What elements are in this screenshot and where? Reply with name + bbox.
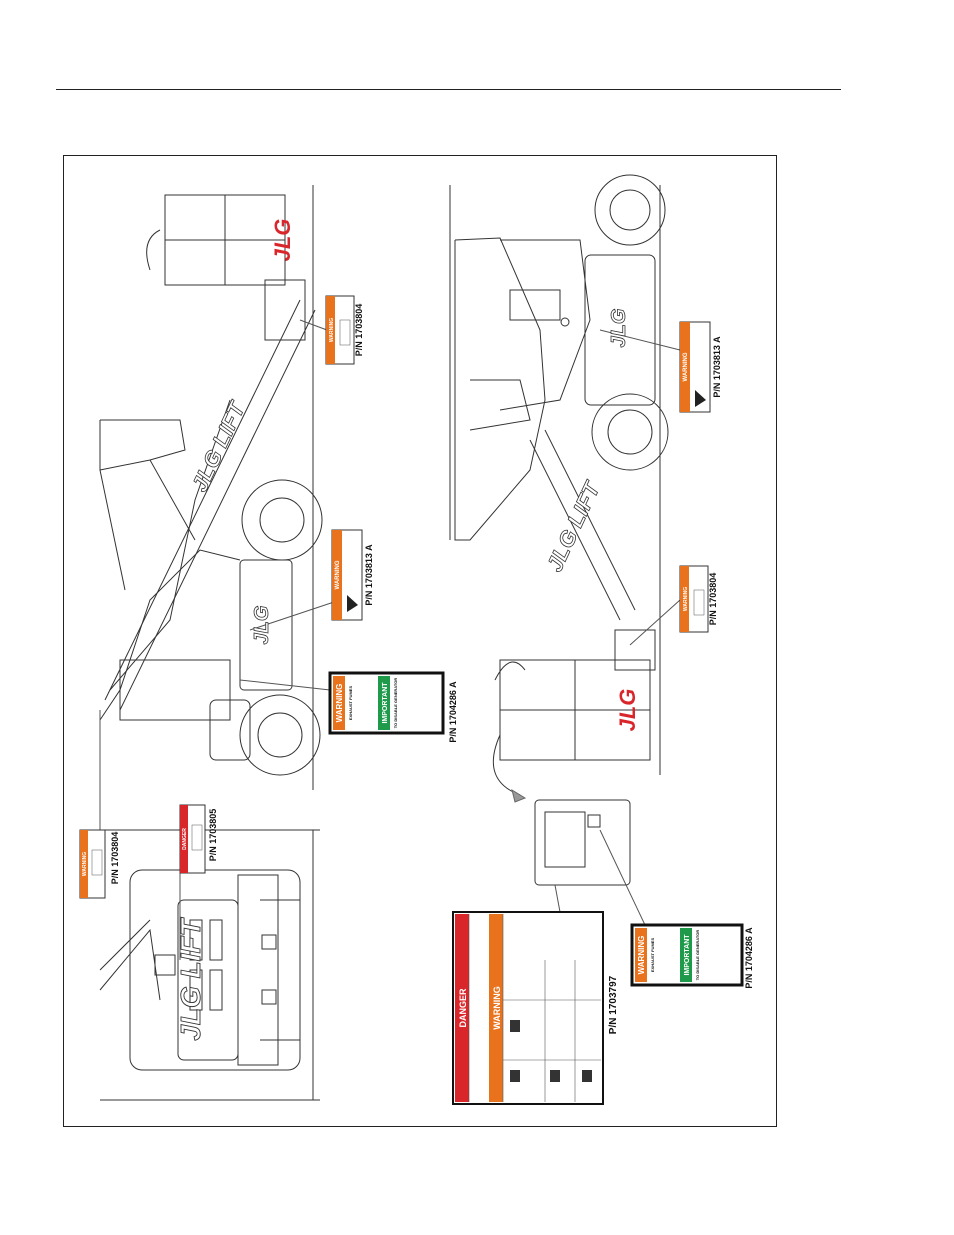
svg-text:DANGER: DANGER [458, 988, 468, 1028]
warning-decal-1703804-b: WARNING [325, 295, 355, 365]
warning-decal-1703813-a: WARNING [331, 529, 363, 621]
svg-text:EXHAUST FUMES: EXHAUST FUMES [348, 686, 353, 721]
jlg-lift-logo-upper-boom: JLG LIFT [187, 397, 251, 495]
warning-important-decal-1704286-a-lower: WARNING IMPORTANT EXHAUST FUMES TO DISAB… [630, 923, 744, 987]
pn-label-1704286-a-upper: P/N 1704286 A [448, 681, 458, 743]
danger-decal-1703805: DANGER [179, 804, 206, 874]
warning-decal-1703804-a: WARNING [79, 829, 106, 899]
pn-label-1703813-a: P/N 1703813 A [364, 544, 374, 606]
svg-text:WARNING: WARNING [683, 587, 689, 611]
warning-important-decal-1704286-a-upper: WARNING IMPORTANT EXHAUST FUMES TO DISAB… [328, 671, 445, 735]
warning-decal-1703813-b: WARNING [679, 321, 711, 413]
leader-lines [99, 319, 681, 960]
machine-end-view [99, 829, 320, 1101]
svg-text:DANGER: DANGER [182, 828, 188, 850]
svg-text:WARNING: WARNING [329, 318, 335, 342]
header-rule [56, 89, 841, 90]
machine-side-view-lower [449, 174, 669, 886]
pn-label-1703804-c: P/N 1703804 [708, 573, 718, 626]
pn-label-1704286-a-lower: P/N 1704286 A [744, 927, 754, 989]
svg-text:TO DISABLE GENERATOR: TO DISABLE GENERATOR [393, 678, 398, 729]
pn-label-1703805: P/N 1703805 [208, 809, 218, 862]
machine-side-view-upper [99, 185, 323, 790]
svg-text:WARNING: WARNING [335, 684, 344, 723]
pn-label-1703804-a: P/N 1703804 [110, 832, 120, 885]
jlg-logo-lower-chassis: JLG [608, 309, 630, 348]
warning-decal-1703804-c: WARNING [679, 565, 709, 633]
svg-text:WARNING: WARNING [683, 352, 689, 381]
svg-text:WARNING: WARNING [637, 936, 646, 975]
svg-text:IMPORTANT: IMPORTANT [382, 682, 389, 724]
svg-text:WARNING: WARNING [492, 986, 502, 1030]
jlg-lift-logo-lower-boom: JLG LIFT [542, 477, 606, 575]
pn-label-1703813-b: P/N 1703813 A [712, 336, 722, 398]
jlg-logo-upper-chassis: JLG [251, 606, 273, 645]
svg-text:EXHAUST FUMES: EXHAUST FUMES [650, 938, 655, 973]
svg-text:IMPORTANT: IMPORTANT [684, 934, 691, 976]
jlg-lift-logo-end-view: JLG LIFT [175, 916, 206, 1040]
svg-text:TO DISABLE GENERATOR: TO DISABLE GENERATOR [695, 930, 700, 981]
jlg-logo-lower-platform: JLG [615, 689, 640, 732]
pn-label-1703804-b: P/N 1703804 [354, 304, 364, 357]
svg-text:WARNING: WARNING [335, 560, 341, 589]
danger-warning-decal-1703797: DANGER WARNING [452, 911, 604, 1105]
figure-frame [63, 155, 777, 1127]
jlg-logo-upper-platform: JLG [270, 219, 295, 262]
pn-label-1703797: P/N 1703797 [608, 975, 619, 1034]
svg-text:WARNING: WARNING [82, 852, 88, 876]
